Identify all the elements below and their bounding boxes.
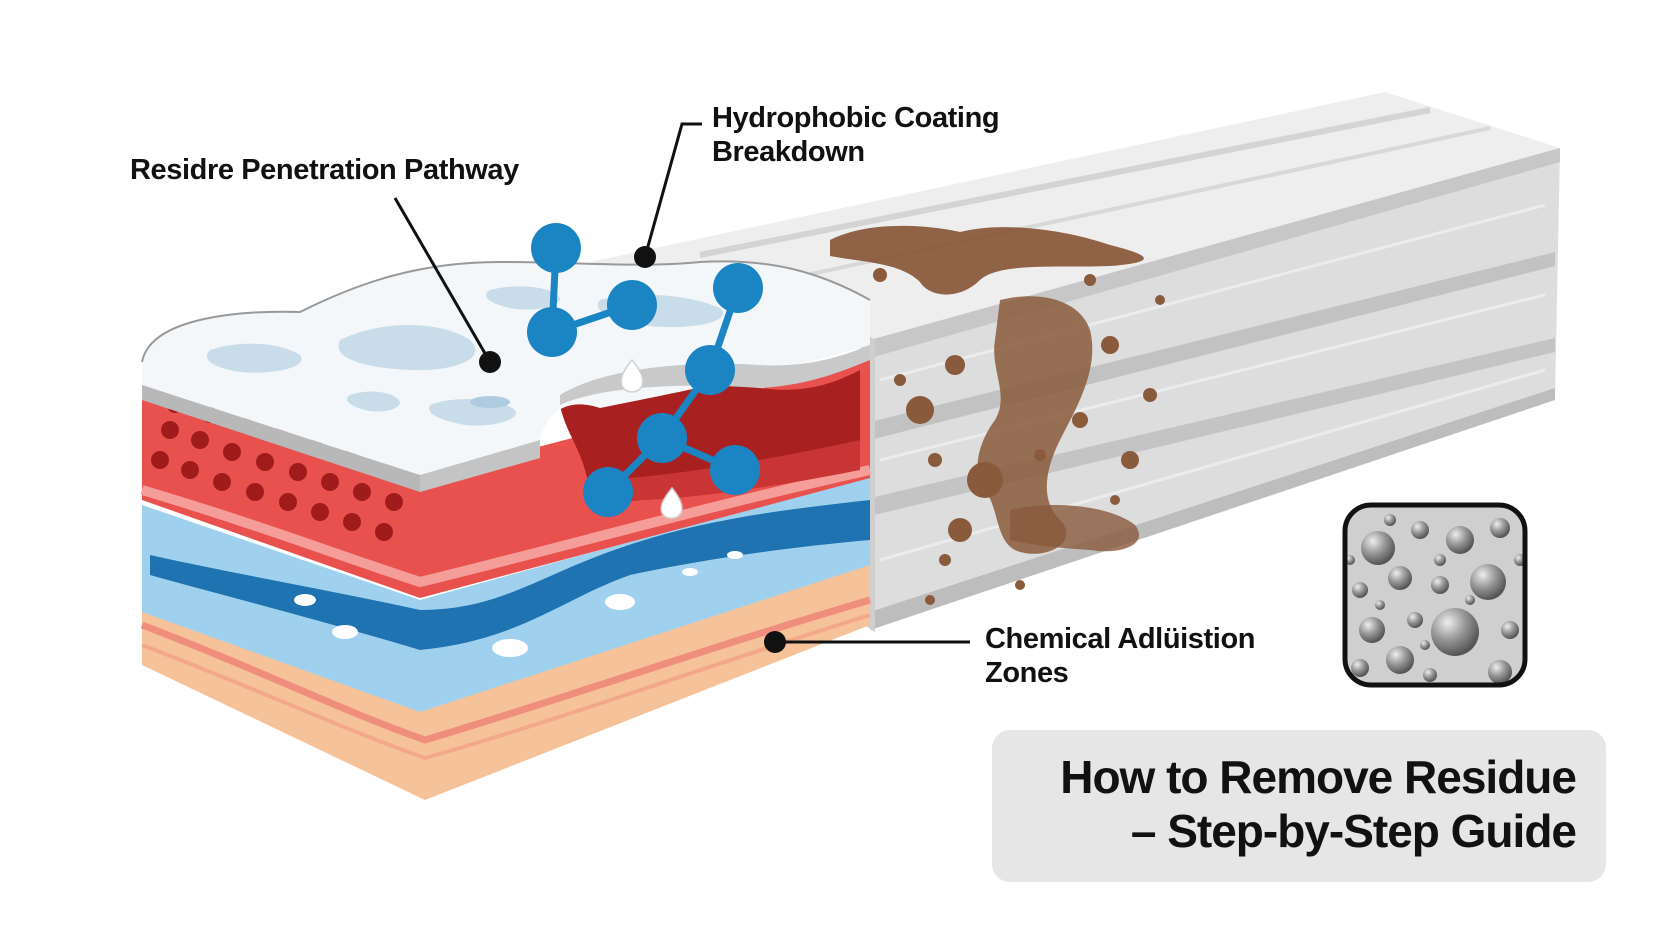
foam-texture-inset bbox=[1342, 502, 1528, 688]
label-hydrophobic-coating-breakdown: Hydrophobic Coating Breakdown bbox=[712, 101, 1000, 169]
layered-cross-section bbox=[140, 260, 872, 800]
label-adhesion-line2: Zones bbox=[985, 657, 1069, 689]
title-line2: – Step-by-Step Guide bbox=[1130, 805, 1577, 857]
molecule-icon bbox=[527, 223, 763, 519]
label-coating-line2: Breakdown bbox=[712, 136, 865, 168]
label-coating-line1: Hydrophobic Coating bbox=[712, 102, 1000, 134]
label-adhesion-line1: Chemical Adlüistion bbox=[985, 623, 1256, 655]
residue-stain bbox=[830, 225, 1165, 605]
title-line1: How to Remove Residue bbox=[1060, 751, 1577, 803]
title-box: How to Remove Residue – Step-by-Step Gui… bbox=[992, 730, 1606, 882]
label-chemical-adhesion-zones: Chemical Adlüistion Zones bbox=[985, 622, 1255, 690]
leader-lines bbox=[393, 122, 970, 653]
label-residue-penetration-pathway: Residre Penetration Pathway bbox=[130, 153, 519, 187]
label-penetration-text: Residre Penetration Pathway bbox=[130, 154, 519, 186]
